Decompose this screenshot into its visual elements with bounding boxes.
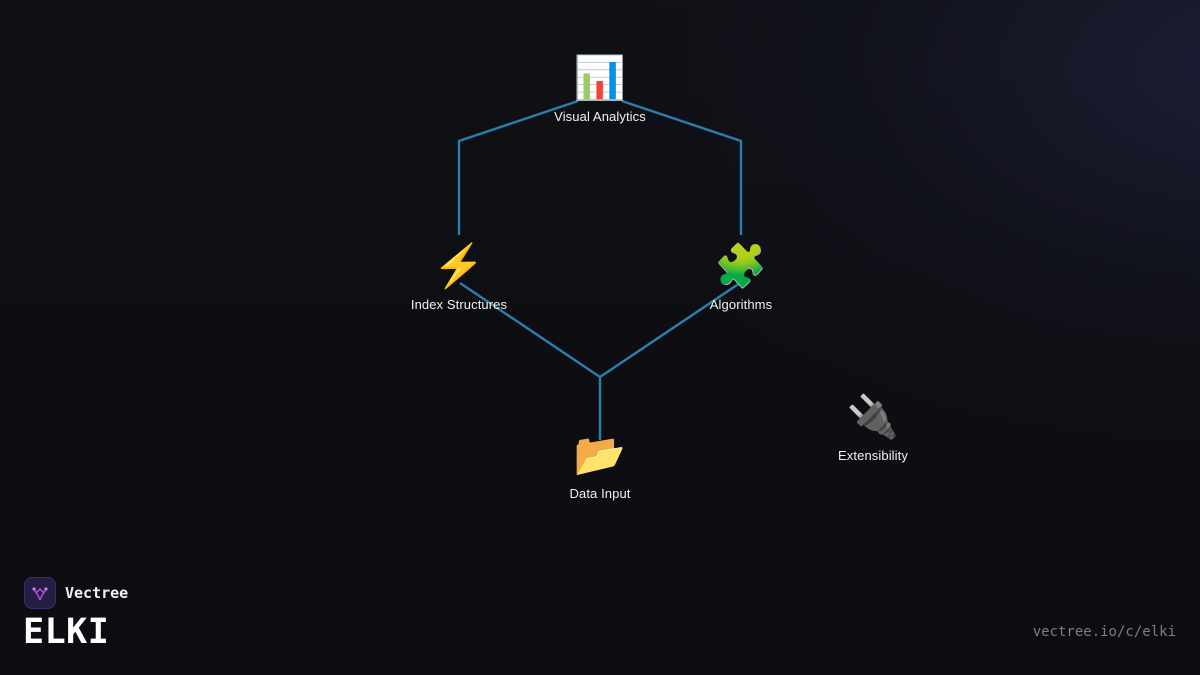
lightning-icon: ⚡	[432, 242, 486, 289]
product-title: ELKI	[23, 612, 110, 652]
edge-visual-analytics-to-algorithms	[621, 99, 743, 235]
vectree-logo-icon	[24, 577, 56, 609]
edge-algorithms-to-data-input	[599, 282, 741, 378]
node-label: Index Structures	[410, 297, 508, 312]
source-url-link[interactable]: vectree.io/c/elki	[1032, 624, 1176, 640]
node-label: Visual Analytics	[554, 109, 646, 124]
node-visual-analytics[interactable]: 📊 Visual Analytics	[520, 53, 680, 124]
node-extensibility[interactable]: 🔌 Extensibility	[793, 392, 953, 463]
plug-icon: 🔌	[846, 393, 900, 440]
open-folder-icon: 📂	[573, 431, 627, 478]
bar-chart-icon: 📊	[573, 54, 627, 101]
node-label: Algorithms	[709, 297, 773, 312]
edge-visual-analytics-to-index-structures	[457, 99, 579, 235]
node-label: Data Input	[569, 486, 631, 501]
node-algorithms[interactable]: 🧩 Algorithms	[661, 241, 821, 312]
node-index-structures[interactable]: ⚡ Index Structures	[379, 241, 539, 312]
puzzle-icon: 🧩	[714, 242, 768, 289]
node-data-input[interactable]: 📂 Data Input	[520, 430, 680, 501]
node-label: Extensibility	[838, 448, 908, 463]
brand-name: Vectree	[65, 584, 129, 602]
brand[interactable]: Vectree	[24, 577, 128, 609]
